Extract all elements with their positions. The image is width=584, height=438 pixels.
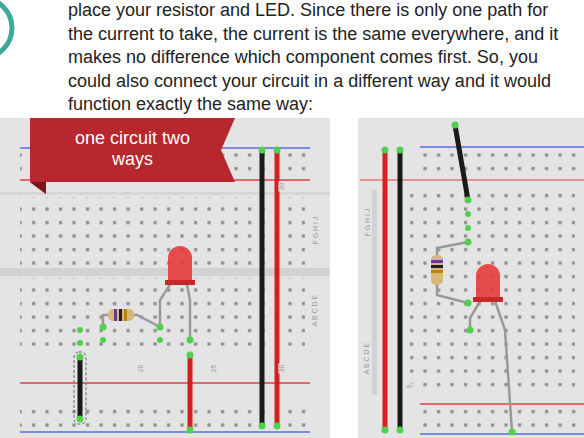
right-breadboard	[358, 118, 584, 438]
banner-fold	[30, 182, 46, 194]
row-letters: F G H I J	[364, 207, 371, 237]
body-paragraph: place your resistor and LED. Since there…	[68, 0, 576, 117]
column-number: 30	[278, 363, 285, 373]
banner-text: one circuit two ways	[73, 128, 193, 170]
banner-fill	[30, 118, 235, 194]
column-number: 5	[407, 383, 414, 389]
column-number: 25	[210, 363, 217, 373]
decor-arc	[0, 0, 12, 58]
banner-text-holder: one circuit two ways	[30, 118, 235, 170]
row-letters: A B C D E	[311, 293, 318, 327]
row-letters: A B C D E	[363, 341, 370, 375]
column-number: 20	[137, 363, 144, 373]
row-letters: F G H I J	[312, 215, 319, 245]
left-breadboard	[0, 118, 330, 438]
banner-ribbon: one circuit two ways	[30, 118, 235, 194]
column-number: 30	[278, 181, 285, 191]
